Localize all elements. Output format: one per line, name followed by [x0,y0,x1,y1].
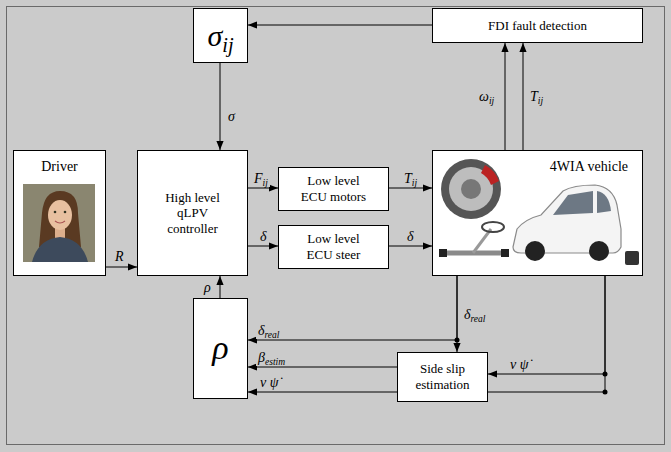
signal-arrow [248,25,432,26]
car-body [513,185,621,253]
steering-wheel [482,222,504,232]
eye [54,211,57,214]
eye [64,211,67,214]
process-box: ρ [193,298,248,399]
signal-label: R [113,248,126,265]
imu-sensor [625,251,639,265]
signal-arrow [248,276,457,340]
process-box: Driver [13,150,106,276]
signal-arrow [220,276,221,298]
smile [55,221,65,223]
box-label: 4WIA vehicle [550,159,628,176]
box-label: ρ [212,328,228,369]
signal-arrow [389,188,432,189]
car-window [597,191,611,213]
subscript: ij [412,178,417,188]
signal-arrow [389,246,432,247]
signal-label: δ [258,228,269,245]
signal-label: Tij [528,88,545,105]
steering-column [473,229,491,253]
process-box: 4WIA vehicle [432,150,643,276]
subscript: ij [538,96,543,106]
wheel-motor [441,159,501,219]
signal-label: Tij [402,170,419,187]
brake-caliper [481,165,499,185]
outer-frame [7,7,665,445]
shirt [32,237,88,262]
car-window [553,191,593,215]
rack-boot [439,249,447,257]
signal-label: βestim [256,349,287,366]
process-box: σij [193,8,248,63]
subscript: ij [263,178,268,188]
signal-arrow [248,246,278,247]
signal-label: v ψ̇ [258,374,280,391]
signal-label: δreal [462,306,488,323]
signal-arrow [505,43,506,150]
signal-arrow [523,43,524,150]
box-label: FDI fault detection [488,18,587,34]
signal-label: δ [405,228,416,245]
subscript: ij [222,34,233,56]
signal-label: ωij [477,88,496,105]
box-label: Side slip estimation [406,361,480,392]
signal-arrow [488,276,605,374]
signal-arrow [106,267,137,268]
process-box: FDI fault detection [432,8,643,43]
box-label: Low level ECU steer [294,231,374,262]
rack-boot [501,249,509,257]
signal-label: δreal [256,322,282,339]
car-wheel [589,241,609,261]
photo-background [23,184,95,262]
subscript: real [265,330,280,340]
car-wheel [525,241,545,261]
box-label: High level qLPV controller [157,190,229,237]
box-label: Driver [41,159,78,176]
signal-label: Fij [252,170,270,187]
signal-label: σ [226,108,237,125]
process-box: Side slip estimation [397,352,488,402]
process-box: High level qLPV controller [137,150,248,276]
signal-arrow [248,276,605,392]
face [48,200,72,230]
subscript: estim [265,357,285,367]
process-box: Low level ECU motors [278,167,389,211]
process-box: Low level ECU steer [278,225,389,269]
subscript: ij [489,96,494,106]
signal-arrow [220,63,221,150]
signal-label: v ψ̇ [508,356,530,373]
box-label: σij [207,18,233,54]
box-label: Low level ECU motors [294,173,374,204]
subscript: real [471,314,486,324]
signal-label: ρ [202,279,213,296]
motor-hub [461,179,481,199]
